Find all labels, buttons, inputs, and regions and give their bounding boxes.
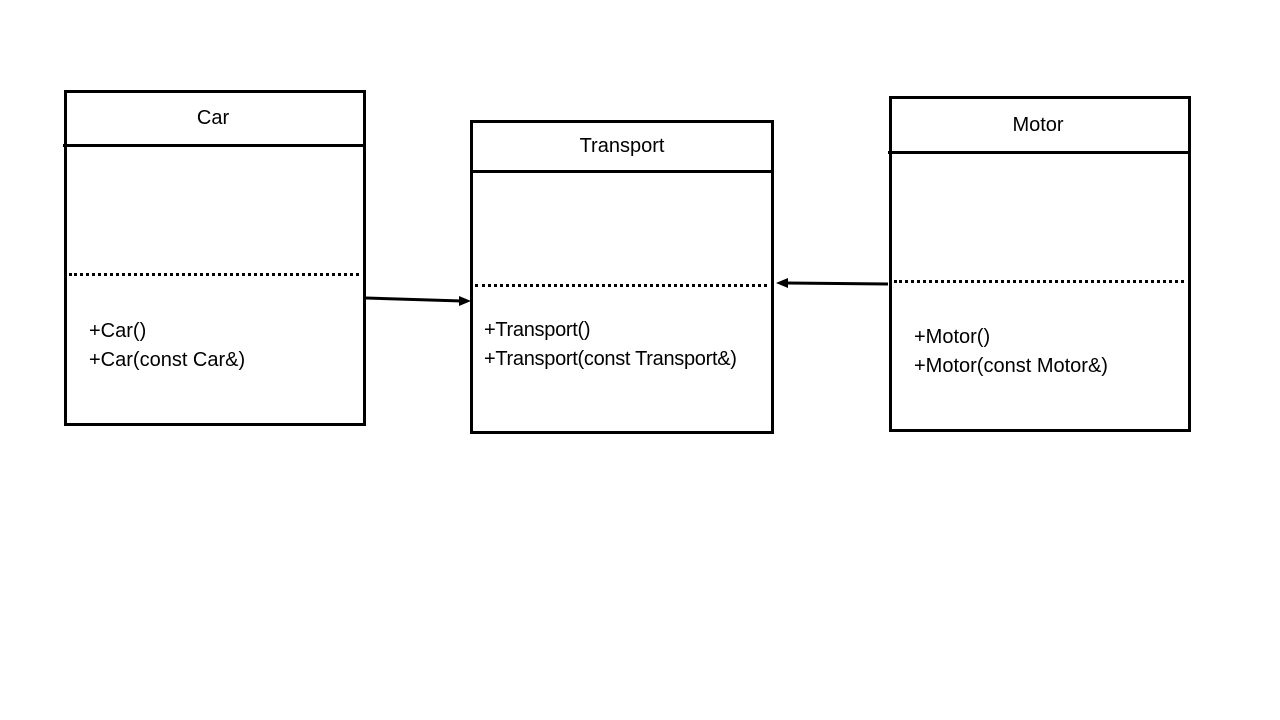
method-item: +Transport()	[484, 319, 591, 341]
arrow-motor-to-transport	[776, 278, 889, 288]
arrowhead-icon	[776, 278, 788, 288]
arrow-line	[365, 296, 463, 303]
method-list-car: +Car() +Car(const Car&)	[89, 317, 245, 375]
compartment-divider	[69, 273, 359, 276]
class-name-transport: Transport	[473, 123, 771, 173]
class-box-car[interactable]: Car +Car() +Car(const Car&)	[63, 90, 366, 426]
method-item: +Car(const Car&)	[89, 349, 246, 371]
method-item: +Car()	[89, 320, 147, 342]
class-box-motor[interactable]: Motor +Motor() +Motor(const Motor&)	[888, 96, 1191, 432]
method-list-transport: +Transport() +Transport(const Transport&…	[484, 316, 737, 374]
arrow-car-to-transport	[365, 296, 471, 306]
method-list-motor: +Motor() +Motor(const Motor&)	[914, 323, 1108, 381]
compartment-divider	[475, 284, 767, 287]
method-item: +Motor(const Motor&)	[914, 355, 1108, 377]
class-name-car: Car	[63, 93, 363, 147]
method-item: +Transport(const Transport&)	[484, 348, 737, 370]
arrow-line	[785, 281, 889, 286]
method-item: +Motor()	[914, 326, 991, 348]
class-box-transport[interactable]: Transport +Transport() +Transport(const …	[470, 120, 774, 434]
class-name-motor: Motor	[888, 99, 1188, 154]
compartment-divider	[894, 280, 1184, 283]
